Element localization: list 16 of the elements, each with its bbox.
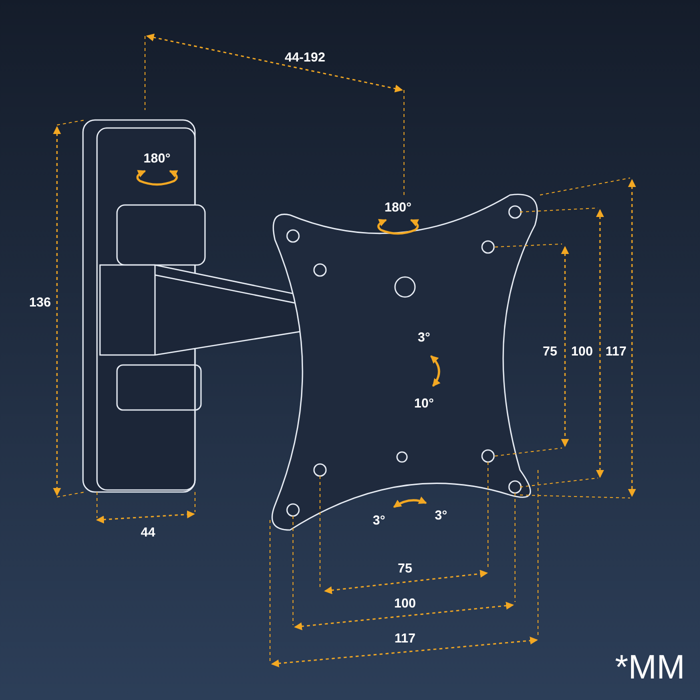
dimension-label: 75 bbox=[542, 344, 558, 358]
dimension-label: 100 bbox=[394, 596, 416, 610]
dimension-label: 44 bbox=[140, 524, 156, 540]
angle-label: 3° bbox=[418, 330, 430, 344]
angle-label: 3° bbox=[434, 508, 448, 522]
angle-label: 180° bbox=[384, 200, 412, 214]
dimension-label: 136 bbox=[29, 294, 51, 310]
dimension-label: 44-192 bbox=[284, 50, 326, 64]
dimension-label: 100 bbox=[571, 344, 593, 358]
angle-label: 3° bbox=[372, 512, 386, 528]
dimension-label: 75 bbox=[398, 560, 412, 576]
angle-label: 10° bbox=[414, 396, 434, 410]
unit-note: *MM bbox=[615, 648, 685, 688]
dimension-label: 117 bbox=[606, 344, 626, 358]
angle-label: 180° bbox=[144, 150, 170, 166]
dimension-label: 117 bbox=[394, 630, 416, 646]
